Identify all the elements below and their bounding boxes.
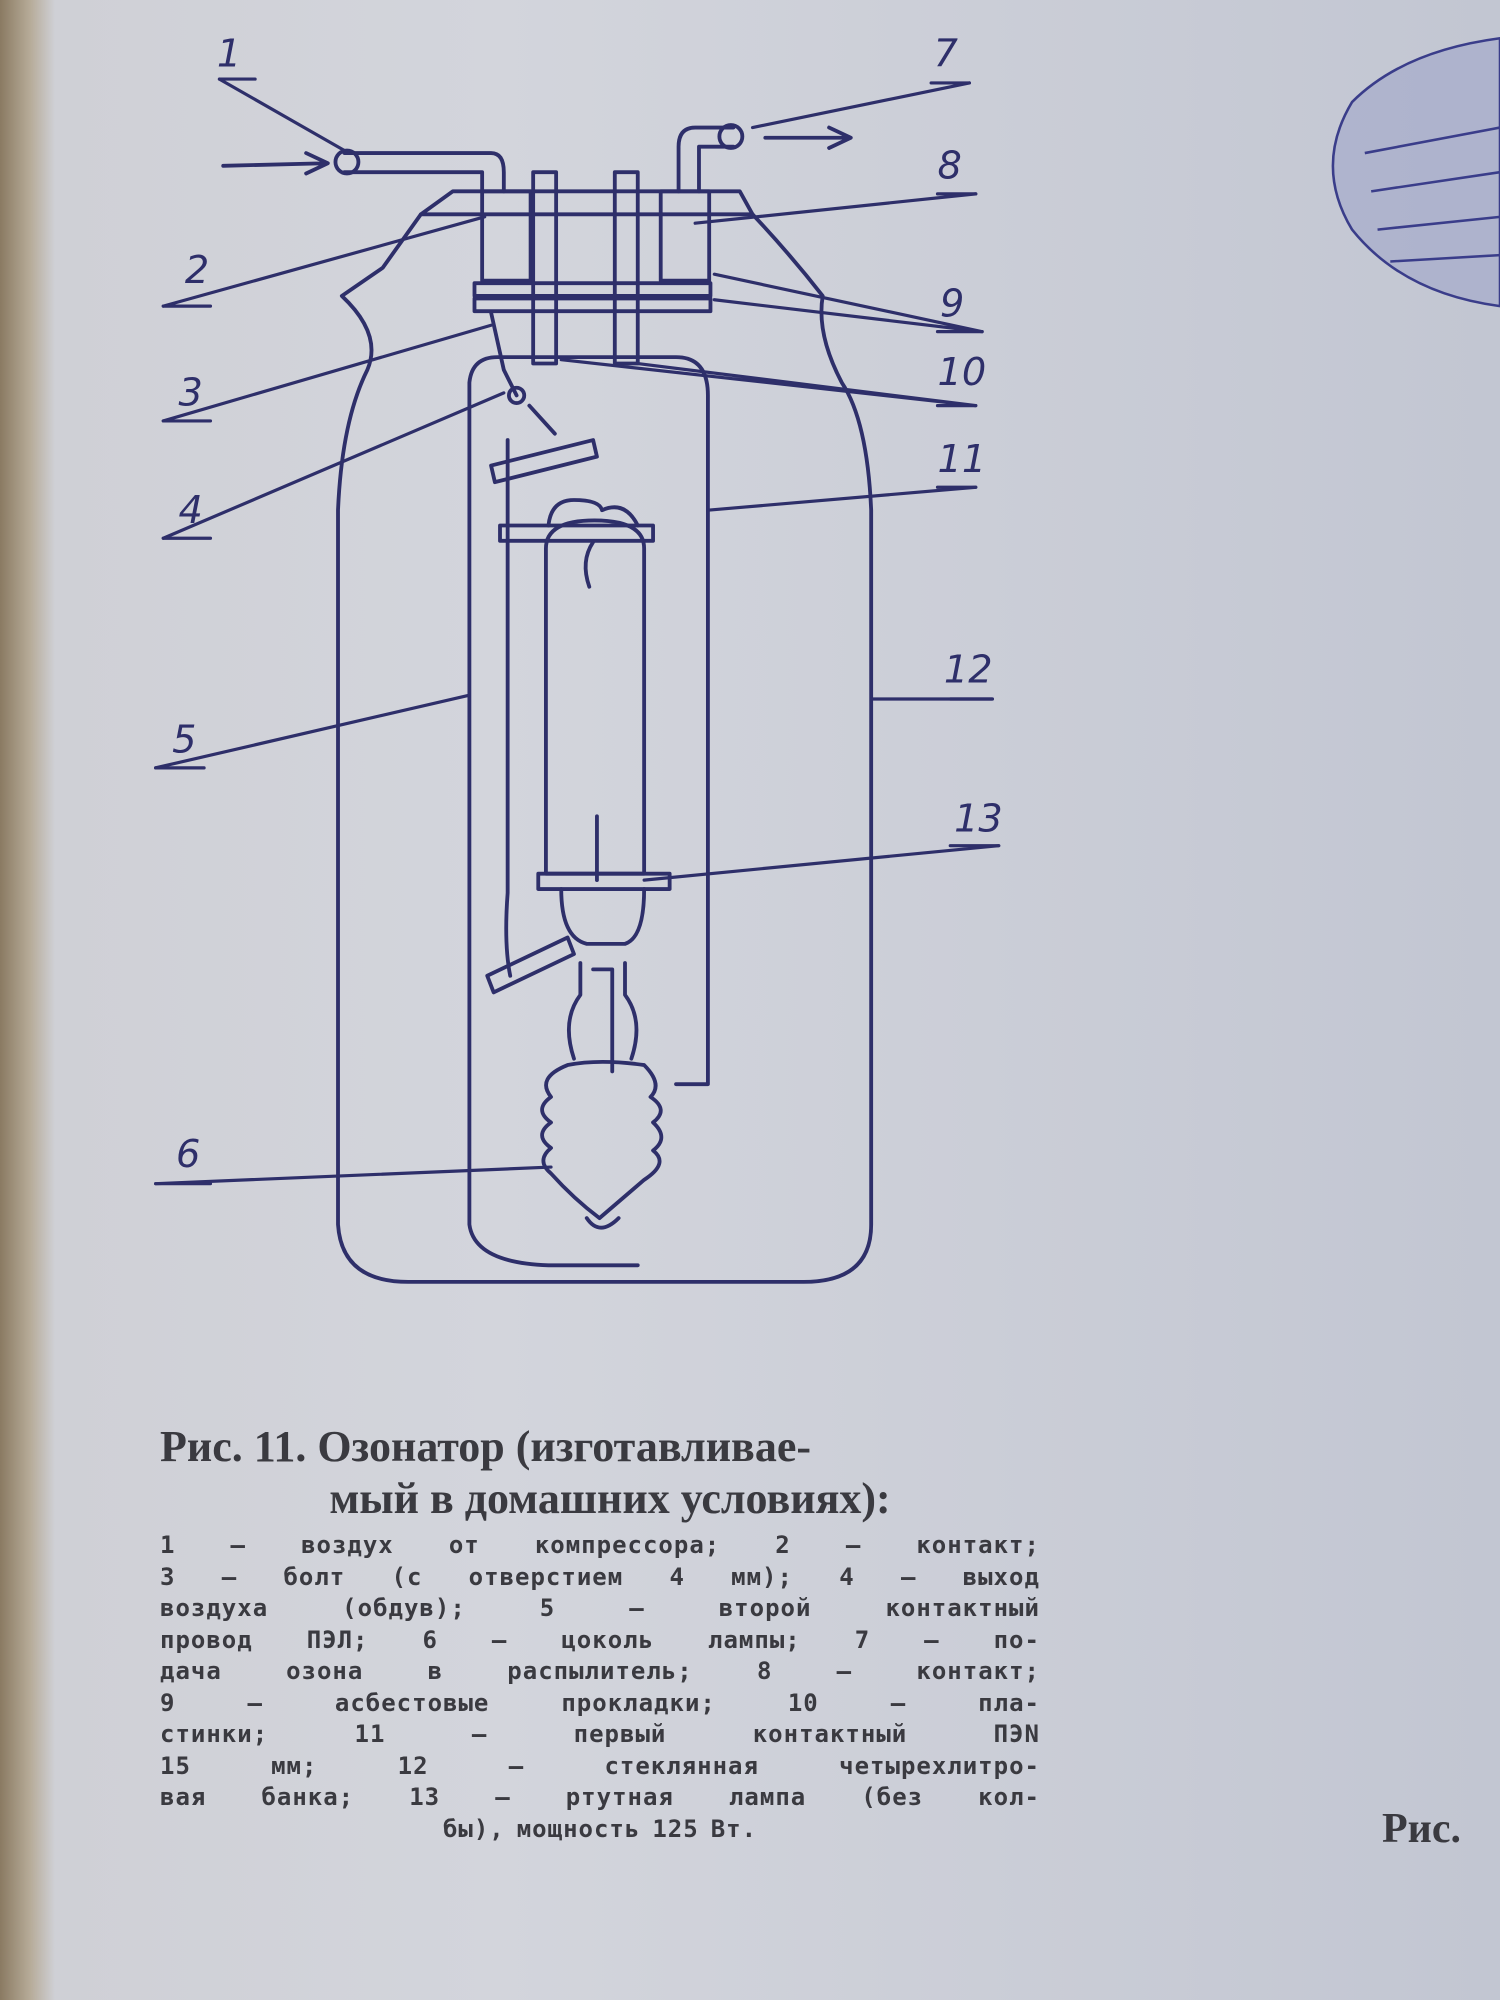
asbestos-gasket (472, 296, 713, 314)
air-outlet-bolt (489, 310, 519, 398)
arrow-in-icon (221, 151, 330, 176)
leader-9 (712, 272, 984, 334)
label-13: 13 (954, 797, 1003, 842)
leader-13 (642, 844, 1001, 882)
caption-title-line-2: мый в домашних условиях): (329, 1474, 891, 1523)
label-12: 12 (944, 647, 993, 692)
leader-5 (154, 693, 471, 770)
label-7: 7 (934, 31, 958, 76)
bolt-left (531, 170, 559, 366)
label-3: 3 (179, 371, 203, 416)
label-9: 9 (940, 281, 964, 326)
label-8: 8 (938, 144, 962, 189)
jar-lid (419, 189, 755, 217)
glass-jar (336, 212, 874, 1284)
mercury-lamp (544, 518, 647, 876)
leader-1 (217, 77, 346, 153)
leader-8 (693, 192, 978, 225)
label-1: 1 (217, 31, 241, 76)
label-5: 5 (172, 718, 196, 763)
contact-2 (480, 189, 533, 283)
lamp-holder-top (489, 438, 599, 485)
leader-4 (161, 391, 506, 540)
lamp-plate-top (498, 523, 655, 543)
leader-2 (161, 215, 487, 308)
contact-wire-tube (467, 355, 710, 1268)
leader-7 (750, 81, 971, 130)
lamp-plate-bottom (536, 871, 672, 891)
lamp-holder-bottom (485, 935, 576, 995)
outlet-end (717, 123, 745, 150)
air-inlet-pipe (342, 151, 506, 194)
bolt-right (612, 170, 640, 366)
right-page-caption-fragment: Рис. (1382, 1806, 1461, 1852)
right-page-illustration (1331, 36, 1500, 308)
caption-title-line-1: Рис. 11. Озонатор (изготавливае- (160, 1422, 811, 1471)
label-2: 2 (185, 248, 209, 293)
label-4: 4 (179, 488, 203, 533)
ozone-outlet-pipe (676, 125, 736, 194)
contact-8 (658, 189, 712, 283)
label-6: 6 (176, 1132, 200, 1177)
leader-11 (706, 485, 978, 512)
arrow-out-icon (763, 125, 853, 150)
leader-3 (161, 323, 493, 423)
inlet-end (333, 148, 361, 176)
asbestos-gasket (472, 281, 713, 298)
lamp-base (540, 1059, 664, 1221)
label-11: 11 (938, 437, 987, 482)
label-10: 10 (938, 350, 987, 395)
leader-10 (559, 358, 978, 408)
second-contact-wire (504, 438, 513, 978)
leader-6 (154, 1165, 553, 1186)
